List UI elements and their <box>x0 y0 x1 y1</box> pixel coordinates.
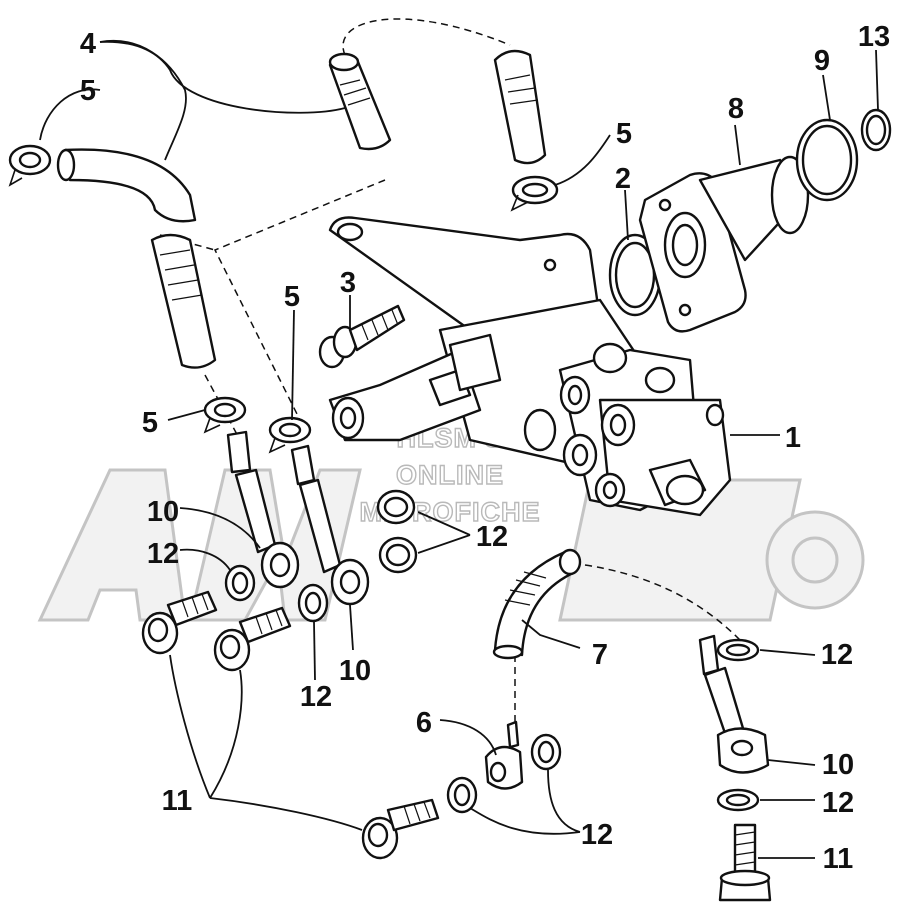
hose-7 <box>492 548 582 660</box>
callout-5-mid: 5 <box>284 281 300 313</box>
seal-13 <box>860 108 892 152</box>
callout-12-left: 12 <box>147 538 179 570</box>
washer-12-bottom-a <box>446 776 478 814</box>
callout-12-pump: 12 <box>476 521 508 553</box>
hose-left-bent <box>56 148 217 369</box>
callout-5-top-right: 5 <box>616 118 632 150</box>
washer-12-right-upper <box>716 638 760 662</box>
banjo-fitting-10-right <box>698 634 770 774</box>
callout-6: 6 <box>416 707 432 739</box>
callout-5-left: 5 <box>142 407 158 439</box>
callout-12-right-upper: 12 <box>821 639 853 671</box>
banjo-fitting-10-left <box>226 430 300 589</box>
banjo-bolt-11-upper <box>141 590 218 655</box>
clamp-5-lower-mid <box>268 416 312 454</box>
banjo-fitting-10-mid <box>290 444 370 606</box>
clamp-5-left <box>8 144 52 187</box>
callout-12-mid: 12 <box>300 681 332 713</box>
washer-12-bottom-b <box>530 733 562 771</box>
washer-12-right-lower <box>716 788 760 812</box>
callout-13: 13 <box>858 21 890 53</box>
callout-1: 1 <box>785 422 801 454</box>
callout-12-right-lower: 12 <box>822 787 854 819</box>
callout-11-left: 11 <box>162 785 193 817</box>
callout-4: 4 <box>80 28 96 60</box>
callout-10-mid: 10 <box>339 655 371 687</box>
leader-lines <box>39 39 879 859</box>
callout-labels: 4 5 5 2 8 9 13 3 5 5 1 10 12 12 7 12 10 … <box>80 21 890 875</box>
banjo-bolt-11-right <box>718 823 772 902</box>
callout-11-right: 11 <box>823 843 854 875</box>
hose-4-short-segment <box>328 52 392 151</box>
screw-3 <box>318 304 406 369</box>
callout-12-bottom: 12 <box>581 819 613 851</box>
callout-8: 8 <box>728 93 744 125</box>
watermark-line-2: ONLINE <box>396 460 504 490</box>
gasket-2 <box>608 233 662 317</box>
clamp-5-upper <box>510 175 559 212</box>
fitting-6 <box>484 720 524 790</box>
callout-5-top-left: 5 <box>80 75 96 107</box>
callout-10-left: 10 <box>147 496 179 528</box>
callout-9: 9 <box>814 45 830 77</box>
oil-pump-1 <box>328 298 732 517</box>
callout-2: 2 <box>615 163 631 195</box>
washer-12-left-a <box>224 564 256 602</box>
callout-3: 3 <box>340 267 356 299</box>
o-ring-9 <box>795 118 859 202</box>
banjo-bolt-11-bottom <box>361 798 440 860</box>
washer-12-left-b <box>297 583 329 623</box>
washer-12-pump-upper <box>376 489 416 525</box>
washer-12-pump-lower <box>378 536 418 574</box>
callout-10-right: 10 <box>822 749 854 781</box>
banjo-bolt-11-mid <box>213 606 292 672</box>
callout-7: 7 <box>592 639 608 671</box>
clamp-5-lower-left <box>203 396 247 434</box>
housing-8 <box>638 155 810 333</box>
hose-upper-right <box>493 49 547 165</box>
